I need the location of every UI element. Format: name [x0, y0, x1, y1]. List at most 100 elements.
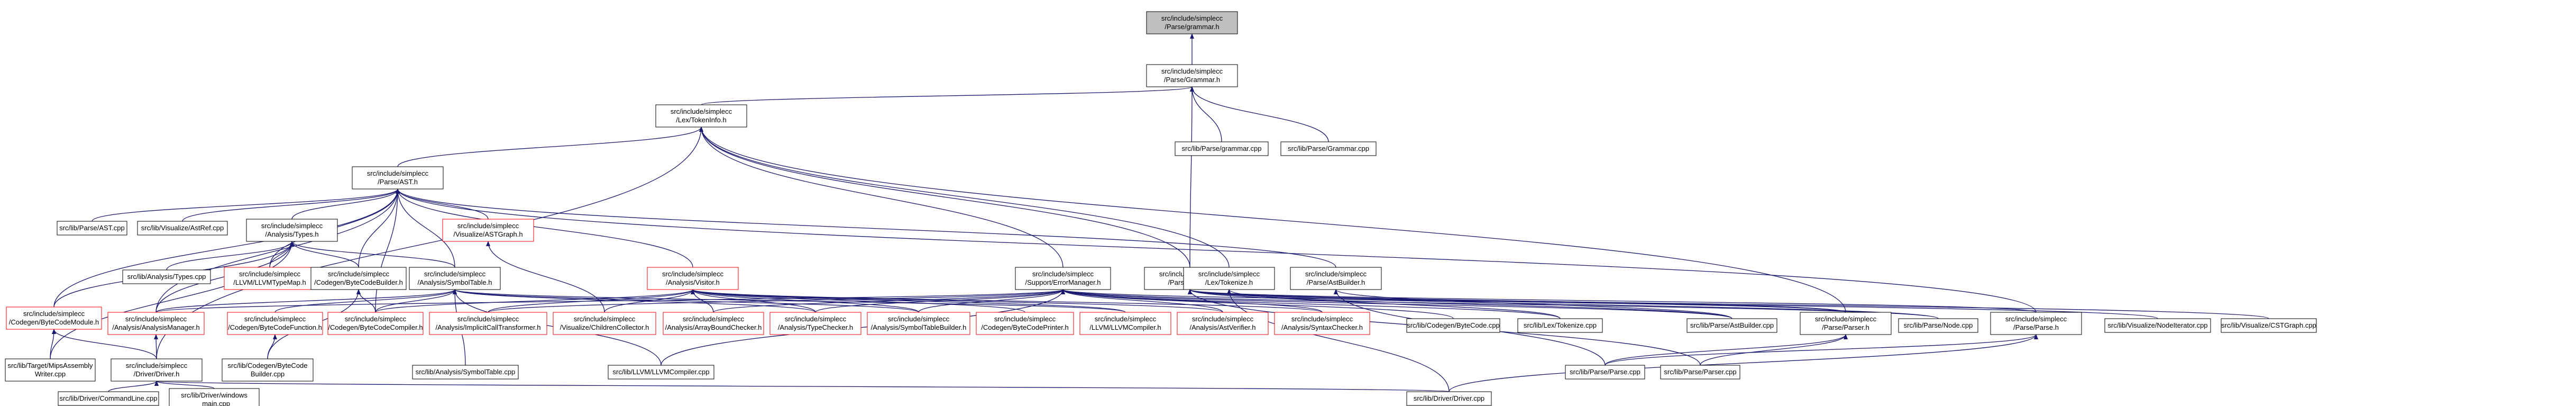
dependency-edge: [453, 289, 919, 313]
node-box: [222, 358, 314, 382]
node-llvmtypemap-h[interactable]: src/include/simplecc/LLVM/LLVMTypeMap.h: [224, 267, 316, 290]
node-box: [5, 358, 96, 382]
node-typechecker-h[interactable]: src/include/simplecc/Analysis/TypeChecke…: [769, 312, 861, 335]
node-label-line: /Support/ErrorManager.h: [1025, 278, 1101, 286]
dependency-edge: [358, 188, 400, 268]
dependency-edge: [691, 289, 1126, 313]
node-astbuilder-cpp[interactable]: src/lib/Parse/AstBuilder.cpp: [1686, 318, 1777, 333]
node-windows-main-cpp[interactable]: src/lib/Driver/windows_main.cpp: [169, 388, 260, 406]
node-label-line: /Analysis/ImplicitCallTransformer.h: [436, 323, 541, 331]
node-box: [122, 269, 211, 284]
node-grammar-h[interactable]: src/include/simplecc/Parse/Grammar.h: [1146, 64, 1238, 87]
node-box: [137, 221, 228, 236]
node-implicitcall-h[interactable]: src/include/simplecc/Analysis/ImplicitCa…: [429, 312, 547, 335]
node-label-line: src/lib/Driver/CommandLine.cpp: [60, 394, 158, 402]
node-box: [1280, 141, 1377, 156]
node-tokeninfo-h[interactable]: src/include/simplecc/Lex/TokenInfo.h: [655, 104, 747, 128]
node-label-line: src/include/simplecc: [367, 169, 429, 177]
node-label-line: /Analysis/Types.h: [265, 230, 318, 238]
node-box: [663, 312, 764, 335]
node-parser-cpp[interactable]: src/lib/Parse/Parser.cpp: [1660, 365, 1740, 380]
node-errormanager-h[interactable]: src/include/simplecc/Support/ErrorManage…: [1015, 267, 1111, 290]
node-grammar-cpp[interactable]: src/lib/Parse/grammar.cpp: [1175, 141, 1269, 156]
node-bytecodeprinter-h[interactable]: src/include/simplecc/Codegen/ByteCodePri…: [976, 312, 1074, 335]
dependency-edge: [155, 381, 1450, 392]
node-commandline-cpp[interactable]: src/lib/Driver/CommandLine.cpp: [58, 391, 159, 406]
node-grammar2-cpp[interactable]: src/lib/Parse/Grammar.cpp: [1280, 141, 1377, 156]
node-label-line: /Analysis/TypeChecker.h: [778, 323, 853, 331]
node-bytecodemodule-h[interactable]: src/include/simplecc/Codegen/ByteCodeMod…: [6, 306, 102, 330]
dependency-edge: [166, 241, 294, 270]
dependency-edge: [396, 188, 2037, 313]
node-parse-cpp[interactable]: src/lib/Parse/Parse.cpp: [1565, 365, 1645, 380]
node-bytecodefunction-h[interactable]: src/include/simplecc/Codegen/ByteCodeFun…: [227, 312, 323, 335]
node-analysismanager-h[interactable]: src/include/simplecc/Analysis/AnalysisMa…: [107, 312, 205, 335]
node-childrencollector-h[interactable]: src/include/simplecc/Visualize/ChildrenC…: [553, 312, 656, 335]
node-visitor-h[interactable]: src/include/simplecc/Analysis/Visitor.h: [647, 267, 739, 290]
node-label-line: /Lex/Tokenize.h: [1205, 278, 1253, 286]
dependency-edge: [396, 188, 455, 268]
node-nodeiterator-cpp[interactable]: src/lib/Visualize/NodeIterator.cpp: [2104, 318, 2211, 333]
dependency-edge: [1188, 289, 1939, 319]
node-label-line: src/include/simplecc: [994, 315, 1056, 323]
node-box: [867, 312, 970, 335]
dependency-edge: [155, 289, 1065, 313]
node-symboltable-h[interactable]: src/include/simplecc/Analysis/SymbolTabl…: [409, 267, 501, 290]
node-label-line: Writer.cpp: [35, 370, 66, 378]
node-label-line: src/lib/Parse/AST.cpp: [59, 224, 125, 232]
dependency-edge: [108, 381, 159, 392]
dependency-edge: [291, 188, 400, 220]
node-parser-h[interactable]: src/include/simplecc/Parse/Parser.h: [1800, 312, 1892, 335]
node-label-line: /Parse/grammar.h: [1165, 23, 1219, 31]
dependency-edge: [488, 289, 1065, 313]
node-tokenize-h[interactable]: src/include/simplecc/Lex/Tokenize.h: [1183, 267, 1275, 290]
node-label-line: /Analysis/SyntaxChecker.h: [1281, 323, 1363, 331]
node-llvmcompiler-cpp[interactable]: src/lib/LLVM/LLVMCompiler.cpp: [608, 365, 714, 380]
node-box: [1517, 318, 1603, 333]
node-label-line: src/include/simplecc: [424, 270, 486, 278]
node-astbuilder-h[interactable]: src/include/simplecc/Parse/AstBuilder.h: [1290, 267, 1382, 290]
dependency-edge: [699, 127, 1190, 268]
node-ast-cpp[interactable]: src/lib/Parse/AST.cpp: [57, 221, 127, 236]
dependency-edge: [604, 289, 695, 313]
node-node-cpp[interactable]: src/lib/Parse/Node.cpp: [1898, 318, 1978, 333]
node-label-line: src/include/simplecc: [1291, 315, 1353, 323]
node-llvmcompiler-h[interactable]: src/include/simplecc/LLVM/LLVMCompiler.h: [1079, 312, 1171, 335]
node-astgraph-h[interactable]: src/include/simplecc/Visualize/ASTGraph.…: [442, 219, 534, 242]
node-syntaxchecker-h[interactable]: src/include/simplecc/Analysis/SyntaxChec…: [1274, 312, 1370, 335]
dependency-edge: [274, 289, 457, 313]
node-symboltablebuilder-h[interactable]: src/include/simplecc/Analysis/SymbolTabl…: [867, 312, 970, 335]
node-arraybound-h[interactable]: src/include/simplecc/Analysis/ArrayBound…: [663, 312, 764, 335]
node-ast-h[interactable]: src/include/simplecc/Parse/AST.h: [352, 166, 444, 190]
node-astref-cpp[interactable]: src/lib/Visualize/AstRef.cpp: [137, 221, 228, 236]
node-label-line: src/include/simplecc: [888, 315, 950, 323]
node-grammar-def[interactable]: src/include/simplecc/Parse/grammar.h: [1146, 11, 1238, 34]
dependency-edge: [375, 289, 695, 313]
node-driver-h[interactable]: src/include/simplecc/Driver/Driver.h: [111, 358, 203, 382]
node-label-line: /Parse/Grammar.h: [1164, 76, 1220, 84]
node-label-line: src/include/simplecc: [328, 270, 390, 278]
node-box: [1990, 312, 2082, 335]
node-box: [310, 267, 407, 290]
node-astverifier-h[interactable]: src/include/simplecc/Analysis/AstVerifie…: [1177, 312, 1269, 335]
node-driver-cpp[interactable]: src/lib/Driver/Driver.cpp: [1406, 391, 1492, 406]
node-label-line: /Analysis/ArrayBoundChecker.h: [665, 323, 762, 331]
node-box: [1800, 312, 1892, 335]
node-label-line: src/lib/Driver/Driver.cpp: [1414, 394, 1484, 402]
node-bytecodebuilder-h[interactable]: src/include/simplecc/Codegen/ByteCodeBui…: [310, 267, 407, 290]
node-parse-h[interactable]: src/include/simplecc/Parse/Parse.h: [1990, 312, 2082, 335]
node-types-h[interactable]: src/include/simplecc/Analysis/Types.h: [246, 219, 338, 242]
node-tokenize-cpp[interactable]: src/lib/Lex/Tokenize.cpp: [1517, 318, 1603, 333]
node-symboltable-cpp[interactable]: src/lib/Analysis/SymbolTable.cpp: [412, 365, 519, 380]
node-bytecodecompiler-h[interactable]: src/include/simplecc/Codegen/ByteCodeCom…: [327, 312, 424, 335]
dependency-edge: [1061, 289, 1454, 319]
node-box: [412, 365, 519, 380]
node-bytecodebuilder-cpp[interactable]: src/lib/Codegen/ByteCodeBuilder.cpp: [222, 358, 314, 382]
node-cstgraph-cpp[interactable]: src/lib/Visualize/CSTGraph.cpp: [2221, 318, 2317, 333]
node-label-line: src/include/simplecc: [1161, 67, 1223, 75]
node-bytecode-cpp[interactable]: src/lib/Codegen/ByteCode.cpp: [1406, 318, 1500, 333]
dependency-edge: [356, 289, 376, 313]
node-types-cpp[interactable]: src/lib/Analysis/Types.cpp: [122, 269, 211, 284]
